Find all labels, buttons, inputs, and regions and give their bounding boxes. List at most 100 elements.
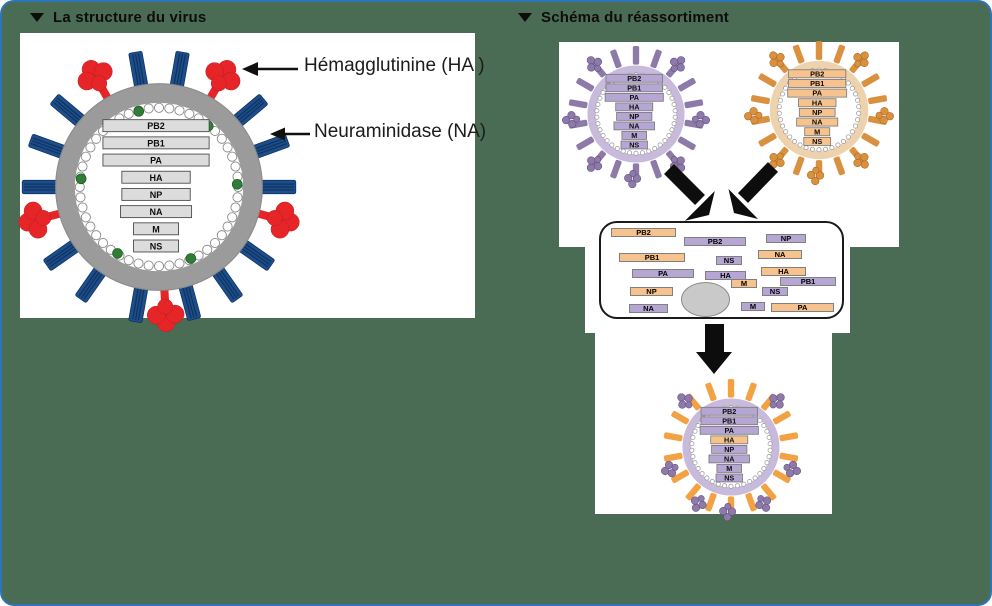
matrix-bead — [845, 134, 851, 140]
glycoprotein-cluster — [853, 51, 869, 68]
matrix-bead — [709, 479, 715, 485]
genome-segment — [711, 445, 748, 454]
matrix-bead — [767, 447, 773, 453]
genome-segment-label: PB1 — [627, 83, 641, 92]
matrix-bead — [780, 123, 786, 129]
matrix-bead — [671, 101, 677, 107]
matrix-bead — [777, 117, 783, 123]
genome-segment-label: NS — [150, 242, 163, 252]
matrix-bead — [797, 142, 803, 148]
genome-segment-label: PB2 — [627, 74, 641, 83]
spike — [779, 432, 799, 442]
collapse-triangle-icon — [30, 13, 44, 22]
genome-segment — [102, 153, 210, 167]
matrix-bead — [672, 114, 678, 120]
matrix-bead — [85, 221, 96, 232]
glycoprotein-cluster — [669, 56, 686, 72]
genome-segment-label: NS — [812, 137, 822, 146]
matrix-bead — [829, 145, 835, 151]
matrix-bead — [761, 466, 767, 471]
nucleus-ellipse — [681, 282, 730, 317]
glycoprotein-cluster — [769, 393, 785, 409]
neuraminidase-spike — [178, 283, 201, 321]
matrix-bead — [741, 481, 747, 487]
segment-chip-purple: PA — [632, 269, 694, 278]
matrix-bead — [123, 255, 134, 266]
matrix-bead — [792, 138, 798, 144]
genome-segment — [615, 102, 654, 112]
spike — [792, 156, 805, 176]
segment-chip-orange: HA — [761, 267, 806, 276]
genome-segment-label: PB1 — [810, 79, 824, 88]
genome-segment — [699, 425, 759, 435]
matrix-bead — [823, 146, 829, 152]
neuraminidase-spike — [212, 266, 243, 303]
segment-chip-purple: M — [741, 302, 765, 311]
neuraminidase-spike — [21, 179, 58, 195]
genome-segment — [121, 187, 191, 201]
matrix-bead — [845, 80, 851, 86]
spike — [663, 452, 683, 462]
genome-segment — [121, 170, 191, 184]
genome-segment-label: HA — [812, 98, 823, 107]
matrix-bead — [216, 133, 227, 144]
matrix-bead — [783, 129, 789, 135]
collapse-triangle-icon — [518, 13, 532, 22]
segment-chip-purple: NA — [629, 304, 668, 313]
matrix-bead — [594, 108, 600, 114]
neuraminidase-spike — [28, 134, 66, 159]
matrix-bead — [803, 145, 809, 151]
matrix-bead — [77, 161, 88, 172]
genome-segment — [133, 239, 179, 253]
glycoprotein-cluster — [624, 170, 642, 189]
section-header-reassortment[interactable]: Schéma du réassortiment — [518, 9, 729, 26]
matrix-bead — [757, 417, 763, 423]
matrix-bead — [595, 101, 601, 107]
glycoprotein-cluster — [586, 56, 603, 72]
matrix-bead — [704, 475, 710, 481]
genome-segment — [616, 112, 653, 121]
spike — [750, 95, 770, 105]
matrix-bead — [715, 481, 721, 487]
matrix-bead — [767, 441, 773, 447]
matrix-bead — [816, 147, 822, 153]
section-header-structure[interactable]: La structure du virus — [30, 9, 206, 26]
matrix-bead — [595, 121, 601, 127]
glycoprotein-cluster — [691, 111, 710, 129]
genome-segment — [700, 406, 758, 416]
matrix-bead — [734, 483, 740, 489]
matrix-bead — [692, 428, 698, 434]
spike — [761, 483, 777, 501]
genome-segment-label: NS — [629, 141, 639, 150]
matrix-bead — [600, 90, 606, 95]
matrix-bead — [594, 114, 600, 120]
genome-segment — [796, 117, 839, 127]
segment-chip-orange: NP — [630, 287, 673, 296]
matrix-bead — [764, 428, 770, 434]
matrix-bead — [669, 95, 675, 101]
glycoprotein-cluster — [661, 460, 679, 478]
spike — [568, 99, 588, 109]
matrix-bead — [604, 138, 610, 144]
m2-channel-dot — [112, 248, 123, 259]
genome-segment-label: PB1 — [147, 138, 165, 148]
genome-segment-label: PB2 — [810, 69, 824, 78]
matrix-bead — [174, 105, 185, 116]
matrix-bead — [97, 237, 109, 249]
section-title-structure: La structure du virus — [53, 9, 207, 26]
neuraminidase-spike — [128, 285, 149, 323]
genome-segment — [804, 127, 831, 137]
matrix-bead — [722, 483, 728, 489]
matrix-bead — [222, 142, 233, 153]
matrix-bead — [164, 260, 175, 271]
matrix-bead — [747, 479, 753, 485]
genome-segment-label: HA — [629, 102, 640, 111]
matrix-bead — [671, 121, 677, 127]
glycoprotein-cluster — [562, 111, 581, 129]
matrix-bead — [75, 192, 86, 203]
glycoprotein-cluster — [853, 152, 869, 169]
matrix-bead — [835, 142, 841, 148]
matrix-bead — [639, 150, 645, 156]
